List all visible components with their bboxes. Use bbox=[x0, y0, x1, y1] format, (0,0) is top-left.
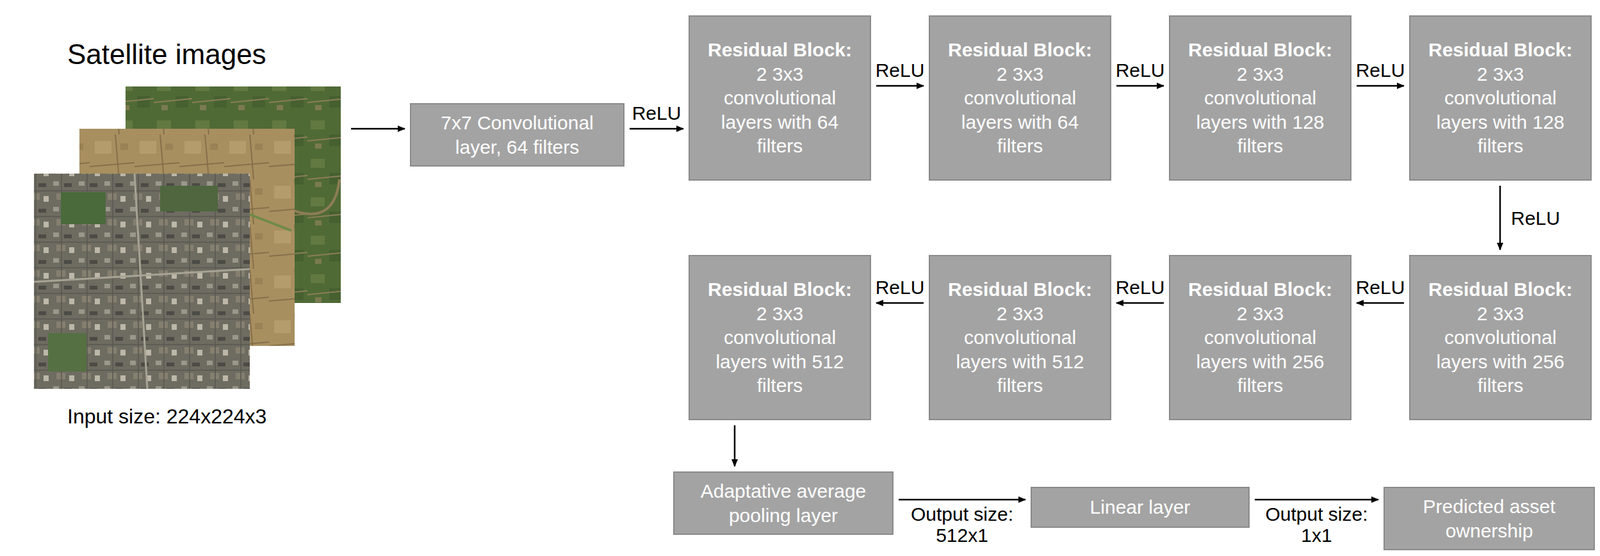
arrow-connector bbox=[1116, 85, 1164, 88]
image-title: Satellite images bbox=[67, 38, 267, 71]
residual-block: Residual Block:2 3x3 convolutional layer… bbox=[928, 254, 1112, 421]
image-detail bbox=[160, 185, 218, 212]
arrow-connector bbox=[1499, 185, 1502, 250]
layer-text: 2 3x3 convolutional layers with 256 filt… bbox=[1179, 301, 1342, 398]
input-size-caption: Input size: 224x224x3 bbox=[67, 404, 267, 429]
block-title: Residual Block: bbox=[707, 277, 852, 302]
layer-box: Predicted asset ownership bbox=[1383, 486, 1595, 551]
layer-text: Predicted asset ownership bbox=[1393, 494, 1585, 543]
arrow-connector bbox=[734, 425, 736, 467]
layer-text: 2 3x3 convolutional layers with 256 filt… bbox=[1419, 301, 1582, 398]
layer-box: 7x7 Convolutional layer, 64 filters bbox=[409, 103, 625, 167]
residual-block: Residual Block:2 3x3 convolutional layer… bbox=[1168, 15, 1352, 181]
arrow-connector bbox=[1116, 302, 1164, 305]
block-title: Residual Block: bbox=[1428, 37, 1573, 63]
arrow-connector bbox=[898, 498, 1026, 501]
image-stack: Satellite imagesInput size: 224x224x3 bbox=[32, 35, 346, 446]
layer-text: Adaptative average pooling layer bbox=[683, 479, 884, 528]
layer-text: 2 3x3 convolutional layers with 128 filt… bbox=[1419, 62, 1582, 159]
image-detail bbox=[33, 173, 250, 389]
layer-box: Adaptative average pooling layer bbox=[673, 471, 894, 535]
residual-block: Residual Block:2 3x3 convolutional layer… bbox=[928, 15, 1112, 181]
residual-block: Residual Block:2 3x3 convolutional layer… bbox=[1409, 15, 1592, 181]
edge-label: Output size: 512x1 bbox=[899, 503, 1025, 546]
arrow-connector bbox=[876, 85, 924, 88]
block-title: Residual Block: bbox=[707, 37, 852, 63]
layer-text: Linear layer bbox=[1090, 495, 1191, 520]
edge-label: ReLU bbox=[630, 102, 684, 124]
image-detail bbox=[60, 192, 106, 225]
block-title: Residual Block: bbox=[1428, 277, 1573, 302]
edge-label: ReLU bbox=[1509, 207, 1563, 229]
arrow-connector bbox=[876, 302, 924, 305]
layer-box: Linear layer bbox=[1030, 486, 1250, 528]
layer-text: 2 3x3 convolutional layers with 512 filt… bbox=[698, 301, 861, 398]
layer-text: 7x7 Convolutional layer, 64 filters bbox=[420, 110, 615, 159]
edge-label: ReLU bbox=[1354, 276, 1408, 298]
residual-block: Residual Block:2 3x3 convolutional layer… bbox=[688, 15, 872, 181]
arrow-connector bbox=[629, 128, 684, 131]
image-detail bbox=[48, 333, 87, 372]
block-title: Residual Block: bbox=[1188, 37, 1333, 63]
satellite-image bbox=[33, 173, 250, 389]
layer-text: 2 3x3 convolutional layers with 64 filte… bbox=[938, 62, 1102, 159]
arrow-connector bbox=[1356, 302, 1405, 305]
arrow-connector bbox=[1356, 85, 1405, 88]
block-title: Residual Block: bbox=[1188, 277, 1333, 302]
residual-block: Residual Block:2 3x3 convolutional layer… bbox=[1409, 254, 1592, 421]
layer-text: 2 3x3 convolutional layers with 128 filt… bbox=[1179, 62, 1342, 159]
arrow-connector bbox=[351, 128, 405, 131]
layer-text: 2 3x3 convolutional layers with 512 filt… bbox=[938, 301, 1102, 398]
edge-label: Output size: 1x1 bbox=[1254, 503, 1380, 546]
edge-label: ReLU bbox=[873, 276, 927, 298]
residual-block: Residual Block:2 3x3 convolutional layer… bbox=[688, 254, 872, 421]
edge-label: ReLU bbox=[873, 59, 927, 81]
edge-label: ReLU bbox=[1113, 276, 1168, 298]
block-title: Residual Block: bbox=[947, 37, 1093, 63]
arrow-connector bbox=[1254, 498, 1379, 501]
edge-label: ReLU bbox=[1113, 59, 1168, 81]
layer-text: 2 3x3 convolutional layers with 64 filte… bbox=[698, 62, 861, 159]
residual-block: Residual Block:2 3x3 convolutional layer… bbox=[1168, 254, 1352, 421]
edge-label: ReLU bbox=[1354, 59, 1408, 81]
block-title: Residual Block: bbox=[947, 277, 1093, 302]
